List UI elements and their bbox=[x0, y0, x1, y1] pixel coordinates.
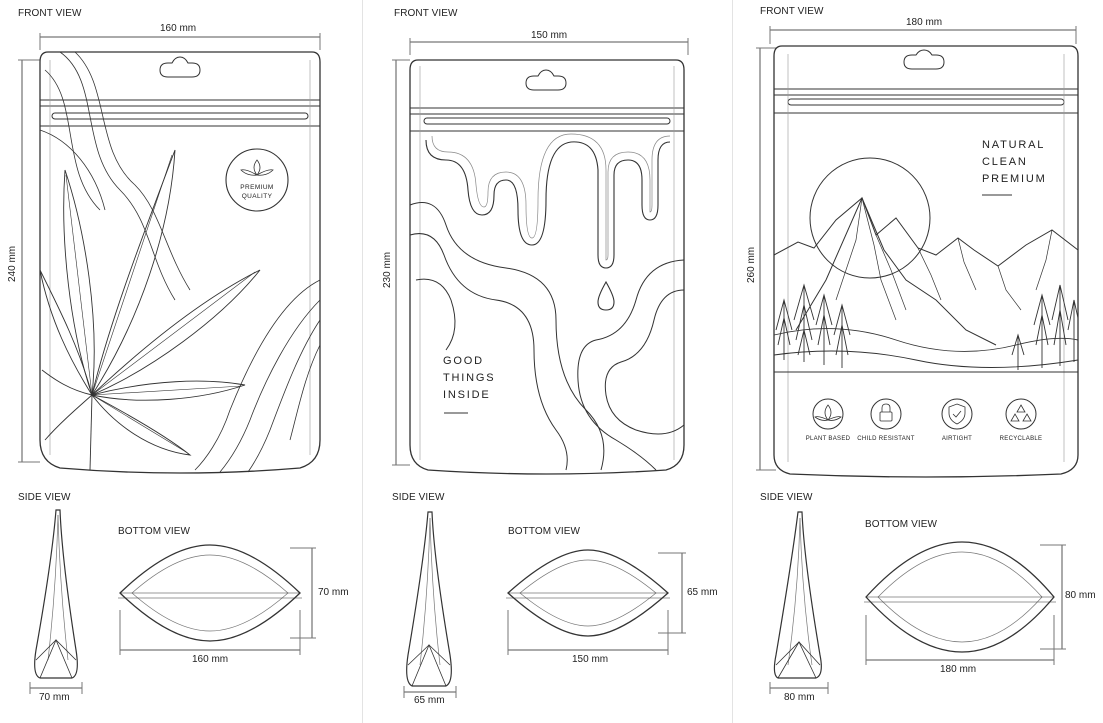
bag-1-bottom-width: 160 mm bbox=[192, 654, 229, 665]
bag-2-height: 230 mm bbox=[382, 251, 393, 288]
bag-1-outline bbox=[40, 52, 320, 473]
shield-icon bbox=[942, 399, 972, 429]
front-view-label: FRONT VIEW bbox=[18, 8, 82, 19]
feature-label-plant-based: PLANT BASED bbox=[805, 436, 851, 442]
bag-2-gusset: 65 mm bbox=[414, 695, 445, 706]
bag-2-tagline: GOOD THINGS INSIDE bbox=[443, 355, 496, 401]
feature-label-recyclable: RECYCLABLE bbox=[999, 436, 1043, 442]
mountain-illustration bbox=[774, 198, 1078, 266]
premium-badge-text: PREMIUM QUALITY bbox=[240, 184, 274, 200]
bag-1-bottom-depth: 70 mm bbox=[318, 587, 349, 598]
front-view-label: FRONT VIEW bbox=[760, 6, 824, 17]
side-view-label: SIDE VIEW bbox=[760, 492, 813, 503]
bag-2-width: 150 mm bbox=[531, 30, 568, 41]
bag-3-height: 260 mm bbox=[746, 246, 757, 283]
lock-icon bbox=[871, 399, 901, 429]
side-view-label: SIDE VIEW bbox=[392, 492, 445, 503]
drip-illustration bbox=[426, 140, 670, 268]
bag-panel-3: FRONT VIEW 180 mm 260 mm NATURAL CLEAN P… bbox=[736, 0, 1102, 723]
trees-left bbox=[776, 285, 850, 368]
bag-3-outline bbox=[774, 46, 1078, 477]
bag-3-gusset: 80 mm bbox=[784, 692, 815, 703]
bag-1-gusset: 70 mm bbox=[39, 692, 70, 703]
side-view-label: SIDE VIEW bbox=[18, 492, 71, 503]
feature-label-child-resistant: CHILD RESISTANT bbox=[857, 436, 915, 442]
bag-2-outline bbox=[410, 60, 684, 474]
bag-2-bottom-depth: 65 mm bbox=[687, 587, 718, 598]
bag-3-bottom-width: 180 mm bbox=[940, 664, 977, 675]
bag-1-width: 160 mm bbox=[160, 23, 197, 34]
trees-right bbox=[1012, 285, 1078, 370]
plant-based-icon bbox=[813, 399, 843, 429]
panel-divider bbox=[732, 0, 733, 723]
bag-1-height: 240 mm bbox=[7, 245, 18, 282]
bag-panel-1: FRONT VIEW 160 mm 240 mm PREMIUM QUALITY… bbox=[0, 0, 366, 723]
bag-panel-2: FRONT VIEW 150 mm 230 mm GOOD THINGS INS… bbox=[366, 0, 732, 723]
bag-2-bottom-width: 150 mm bbox=[572, 654, 609, 665]
feature-label-airtight: AIRTIGHT bbox=[941, 436, 973, 442]
bag-1-drawing bbox=[0, 0, 366, 723]
bag-2-drawing bbox=[366, 0, 732, 723]
bag-3-width: 180 mm bbox=[906, 17, 943, 28]
bottom-view-label: BOTTOM VIEW bbox=[865, 519, 938, 530]
leaf-illustration bbox=[40, 150, 260, 470]
bottom-view-label: BOTTOM VIEW bbox=[118, 526, 191, 537]
bag-1-side-view bbox=[35, 510, 78, 678]
panel-divider bbox=[362, 0, 363, 723]
bag-3-side-view bbox=[774, 512, 821, 678]
bag-3-tagline: NATURAL CLEAN PREMIUM bbox=[982, 139, 1047, 185]
sun-illustration bbox=[810, 158, 930, 278]
bag-3-drawing bbox=[736, 0, 1102, 723]
premium-badge bbox=[226, 149, 288, 211]
bag-3-bottom-depth: 80 mm bbox=[1065, 590, 1096, 601]
recycle-icon bbox=[1006, 399, 1036, 429]
front-view-label: FRONT VIEW bbox=[394, 8, 458, 19]
bottom-view-label: BOTTOM VIEW bbox=[508, 526, 581, 537]
